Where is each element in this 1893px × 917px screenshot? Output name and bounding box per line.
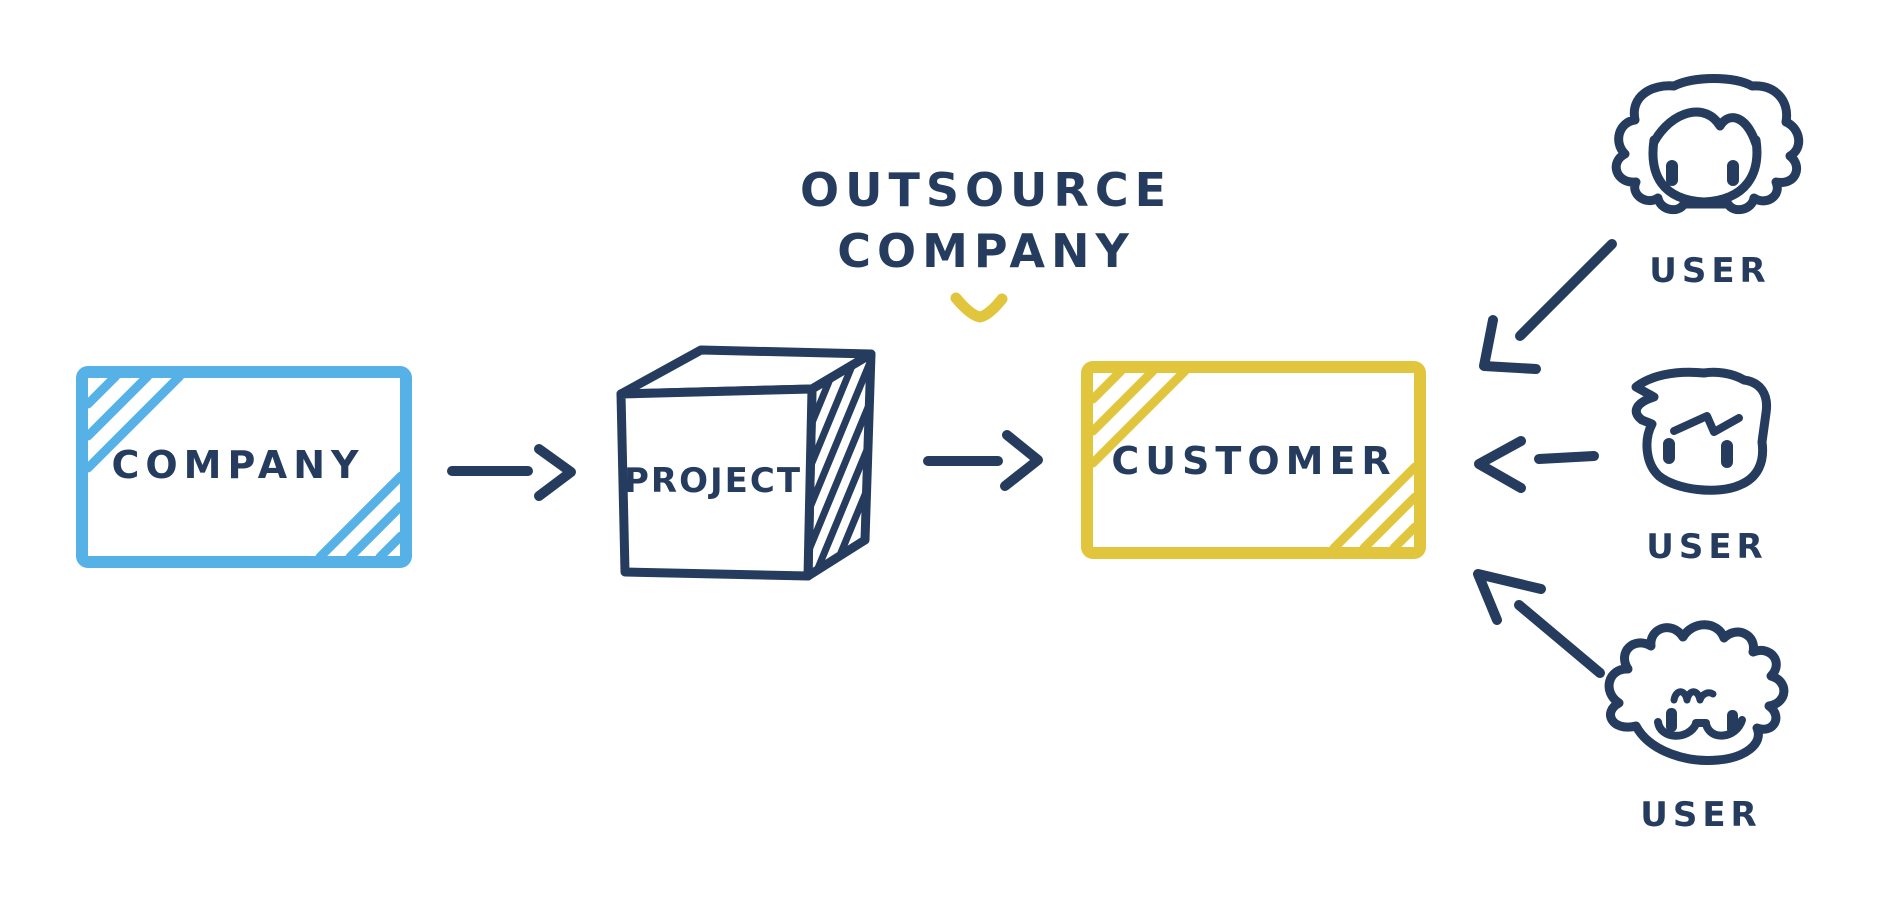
user2-right-eye [1721, 440, 1733, 468]
company-hatch-top-left-icon [83, 371, 185, 473]
customer-hatch-bottom-right-icon [1329, 462, 1420, 553]
user2-head [1631, 367, 1772, 495]
arrow-user3-to-customer-icon [1473, 569, 1605, 678]
company-box [76, 366, 412, 568]
customer-hatch-top-left-icon [1088, 366, 1190, 468]
user1-avatar-icon [1611, 74, 1804, 215]
arrow-company-to-project-icon [447, 444, 576, 501]
user2-label: USER [1646, 527, 1768, 567]
project-label: PROJECT [623, 461, 803, 501]
chevron-down-icon [950, 292, 1008, 323]
outsource-company-label-line2: COMPANY [837, 223, 1135, 278]
user2-fringe-zigzag [1670, 412, 1743, 436]
user3-curl-squiggle [1670, 688, 1717, 704]
user3-label: USER [1640, 795, 1762, 835]
user1-right-eye [1727, 160, 1739, 186]
user1-face-outline [1648, 135, 1762, 207]
user3-left-eye [1666, 708, 1677, 732]
customer-box [1081, 361, 1426, 559]
arrow-project-to-customer-icon [923, 430, 1043, 491]
customer-label: CUSTOMER [1111, 439, 1397, 483]
company-hatch-bottom-right-icon [315, 471, 406, 562]
user1-left-eye [1666, 160, 1678, 186]
user2-avatar-icon [1631, 367, 1772, 495]
user3-glasses-icon [1654, 716, 1746, 740]
user1-bangs [1649, 107, 1761, 149]
arrow-user1-to-customer-icon [1479, 239, 1617, 374]
outsource-company-label-line1: OUTSOURCE [799, 163, 1173, 217]
cube-front-face [616, 384, 817, 581]
user1-label: USER [1649, 251, 1771, 291]
project-cube-icon [616, 345, 876, 581]
user2-left-eye [1663, 438, 1675, 464]
outsource-company-label: OUTSOURCE COMPANY [736, 160, 1236, 281]
company-label: COMPANY [111, 443, 365, 487]
user3-avatar-icon [1604, 620, 1789, 765]
arrow-user2-to-customer-icon [1474, 436, 1599, 493]
